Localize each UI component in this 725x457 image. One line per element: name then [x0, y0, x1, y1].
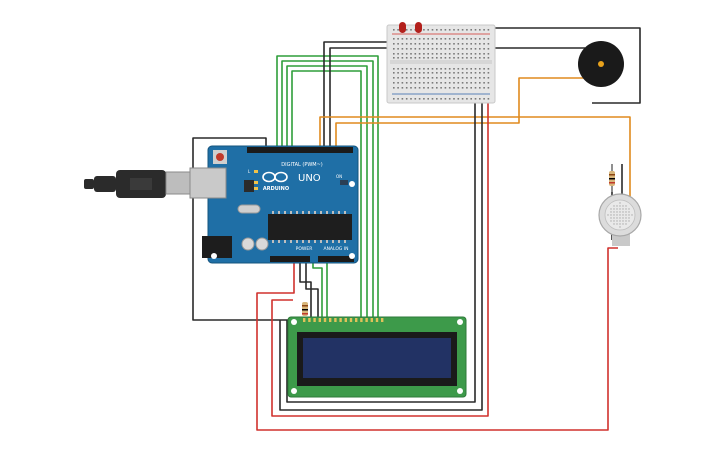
wire-black-rail[interactable]	[470, 27, 641, 104]
wire-green-2[interactable]	[281, 60, 374, 318]
breadboard[interactable]	[386, 24, 496, 104]
piezo-buzzer[interactable]	[578, 41, 624, 87]
power-header	[270, 256, 310, 262]
lcd-16x2[interactable]	[287, 316, 467, 398]
led-red-1[interactable]	[399, 22, 406, 33]
uno-text: UNO	[298, 173, 321, 184]
lcd-screen	[303, 338, 451, 378]
wire-green-4[interactable]	[291, 70, 362, 318]
wire-green-3[interactable]	[286, 65, 368, 318]
atmega-chip	[268, 214, 352, 240]
led-red-2[interactable]	[415, 22, 422, 33]
on-label: ON	[336, 174, 342, 179]
wire-orange-buzzer[interactable]	[335, 77, 595, 150]
gas-sensor[interactable]	[598, 193, 642, 246]
wire-black-loop[interactable]	[192, 137, 300, 321]
wire-red-bb[interactable]	[271, 100, 489, 417]
wire-black-2[interactable]	[323, 41, 399, 150]
wire-black-power-2[interactable]	[305, 262, 319, 318]
digital-header	[247, 147, 353, 153]
arduino-uno-board[interactable]: DIGITAL (PWM~) ARDUINO UNO L TX RX ON PO…	[189, 145, 359, 264]
wire-green-1[interactable]	[276, 55, 379, 318]
wire-red-power[interactable]	[256, 247, 618, 431]
power-label: POWER	[296, 246, 313, 252]
usb-cable[interactable]	[84, 170, 191, 198]
wire-black-bb-lcd-2[interactable]	[286, 100, 476, 403]
analog-header	[318, 256, 354, 262]
led-l-label: L	[248, 169, 251, 174]
analog-label: ANALOG IN	[323, 246, 348, 252]
digital-label: DIGITAL (PWM~)	[281, 162, 323, 168]
wire-black-bb-lcd-1[interactable]	[279, 100, 483, 411]
arduino-brand-text: ARDUINO	[263, 186, 289, 192]
resistor-sensor[interactable]	[609, 164, 615, 192]
wire-black-3[interactable]	[329, 47, 399, 150]
resistor-lcd[interactable]	[302, 302, 308, 316]
